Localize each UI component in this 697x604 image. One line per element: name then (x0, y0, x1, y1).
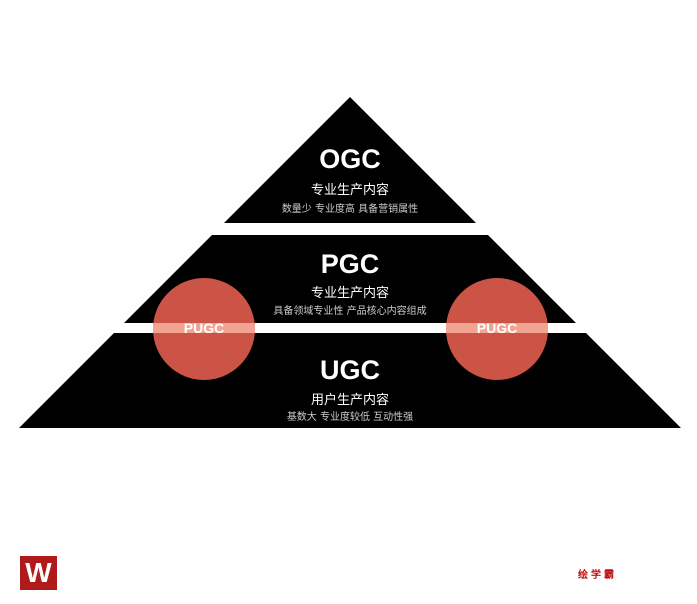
gap-overlay-left (153, 323, 255, 333)
ogc-subtitle: 专业生产内容 (310, 183, 389, 198)
pugc-label-right: PUGC (476, 320, 518, 336)
tier-ogc (224, 97, 476, 223)
brand-name: 绘学霸 (578, 570, 617, 581)
pugc-label-left: PUGC (183, 320, 225, 336)
gap-overlay-right (446, 323, 548, 333)
ogc-desc: 数量少 专业度高 具备营销属性 (281, 204, 419, 215)
ugc-subtitle: 用户生产内容 (310, 393, 389, 408)
ugc-desc: 基数大 专业度较低 互动性强 (286, 412, 414, 423)
pgc-desc: 具备领域专业性 产品核心内容组成 (273, 306, 427, 317)
pgc-title: PGC (320, 249, 380, 279)
ogc-title: OGC (319, 144, 381, 174)
pgc-subtitle: 专业生产内容 (310, 286, 389, 301)
ugc-title: UGC (320, 355, 380, 385)
brand-logo: W (20, 556, 57, 590)
